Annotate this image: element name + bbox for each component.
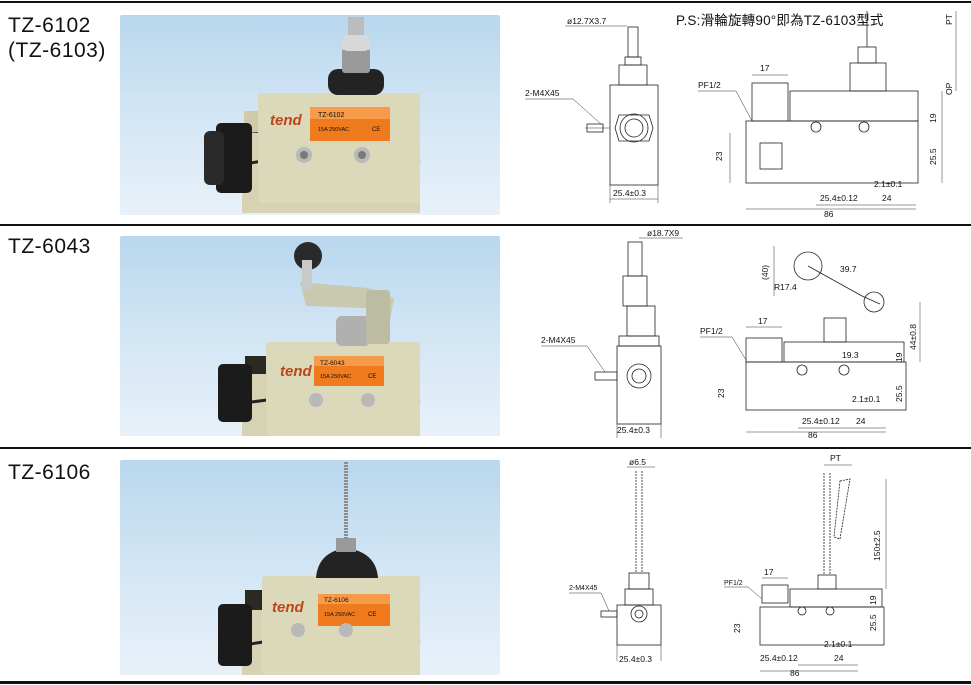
- dim-w86: 86: [808, 430, 818, 440]
- dim-screw: 2-M4X45: [569, 585, 598, 592]
- dim-h19: 19: [894, 352, 904, 362]
- label-brand: tend: [270, 112, 303, 129]
- dim-d24: 24: [834, 653, 844, 663]
- front-view-drawing: ø6.5 2-M4X45 25.4±0.3: [569, 457, 662, 664]
- dim-w17: 17: [764, 567, 774, 577]
- side-view-drawing: PT 150±2.5 PF1/2 17 23 19 25.5 2.1±0.1 2…: [724, 453, 887, 678]
- rotation-note: P.S:滑輪旋轉90°即為TZ-6103型式: [676, 13, 884, 28]
- dim-d150: 150±2.5: [872, 530, 882, 561]
- dim-d24: 24: [856, 416, 866, 426]
- dim-screw: 2-M4X45: [541, 335, 576, 345]
- dim-op: OP: [944, 82, 954, 95]
- model-line-1: TZ-6106: [8, 461, 91, 484]
- dim-d21: 2.1±0.1: [852, 394, 881, 404]
- model-name: TZ-6043: [8, 234, 91, 259]
- product-photo: tend TZ-6102 15A 250VAC CE: [120, 15, 500, 215]
- dim-d254: 25.4±0.12: [760, 653, 798, 663]
- front-view-drawing: ø12.7X3.7 2-M4X45 25.4±0.3: [525, 16, 659, 203]
- side-view-drawing: R17.4 39.7 (40) PF1/2 17 23 19.3 19 25.5…: [700, 246, 921, 440]
- product-row-tz6043: TZ-6043 tend TZ-6043 15A 250VAC CE ø18.7…: [0, 226, 971, 447]
- dim-d254: 25.4±0.12: [820, 193, 858, 203]
- model-line-1: TZ-6043: [8, 235, 91, 258]
- dim-h255: 25.5: [894, 385, 904, 402]
- divider-1: [0, 224, 971, 226]
- dim-d24: 24: [882, 193, 892, 203]
- dim-top: ø12.7X3.7: [567, 16, 606, 26]
- label-model: TZ-6106: [324, 597, 349, 604]
- label-cert: CE: [372, 127, 380, 133]
- dim-width: 25.4±0.3: [613, 188, 646, 198]
- label-brand: tend: [280, 363, 313, 380]
- label-brand: tend: [272, 599, 305, 616]
- dim-screw: 2-M4X45: [525, 88, 560, 98]
- dim-pf: PF1/2: [700, 326, 723, 336]
- product-photo: tend TZ-6106 15A 250VAC CE: [120, 460, 500, 675]
- label-cert: CE: [368, 612, 376, 618]
- model-line-1: TZ-6102: [8, 14, 91, 37]
- dim-r: R17.4: [774, 282, 797, 292]
- dim-pf: PF1/2: [698, 80, 721, 90]
- dim-d193: 19.3: [842, 350, 859, 360]
- dim-w17: 17: [758, 316, 768, 326]
- dim-top: ø18.7X9: [647, 228, 679, 238]
- dim-h19: 19: [868, 595, 878, 605]
- divider-bottom: [0, 681, 971, 684]
- dim-pt: PT: [944, 14, 954, 25]
- model-name: TZ-6106: [8, 460, 91, 485]
- dim-d21: 2.1±0.1: [824, 639, 853, 649]
- side-view-drawing: PF1/2 17 23 19 25.5 OP PT 2.1±0.1 25.4±0…: [698, 11, 957, 219]
- label-model: TZ-6043: [320, 360, 345, 367]
- dim-top: ø6.5: [629, 457, 646, 467]
- product-row-tz6102: TZ-6102 (TZ-6103) tend TZ-6102 15A 250VA…: [0, 3, 971, 224]
- label-rating: 15A 250VAC: [320, 374, 351, 380]
- dim-d40: (40): [760, 265, 770, 280]
- dim-h23: 23: [714, 151, 724, 161]
- label-cert: CE: [368, 374, 376, 380]
- label-model: TZ-6102: [318, 112, 345, 119]
- dim-pt: PT: [830, 453, 841, 463]
- dim-pf: PF1/2: [724, 580, 743, 587]
- dim-h255: 25.5: [928, 148, 938, 165]
- dim-w86: 86: [824, 209, 834, 219]
- model-line-2: (TZ-6103): [8, 39, 106, 62]
- model-name: TZ-6102 (TZ-6103): [8, 13, 106, 63]
- front-view-drawing: ø18.7X9 2-M4X45 25.4±0.3: [541, 228, 683, 438]
- dim-width: 25.4±0.3: [617, 425, 650, 435]
- dim-d397: 39.7: [840, 264, 857, 274]
- dim-w17: 17: [760, 63, 770, 73]
- dim-width: 25.4±0.3: [619, 654, 652, 664]
- divider-top: [0, 1, 971, 3]
- label-rating: 15A 250VAC: [324, 612, 355, 618]
- dim-h23: 23: [716, 388, 726, 398]
- dim-h19: 19: [928, 113, 938, 123]
- divider-2: [0, 447, 971, 449]
- dim-d21: 2.1±0.1: [874, 179, 903, 189]
- label-rating: 15A 250VAC: [318, 127, 349, 133]
- dim-d44: 44±0.8: [908, 324, 918, 350]
- dim-h255: 25.5: [868, 614, 878, 631]
- product-row-tz6106: TZ-6106 tend TZ-6106 15A 250VAC CE ø6.5: [0, 449, 971, 681]
- dim-w86: 86: [790, 668, 800, 678]
- product-photo: tend TZ-6043 15A 250VAC CE: [120, 236, 500, 436]
- dim-d254: 25.4±0.12: [802, 416, 840, 426]
- dim-h23: 23: [732, 623, 742, 633]
